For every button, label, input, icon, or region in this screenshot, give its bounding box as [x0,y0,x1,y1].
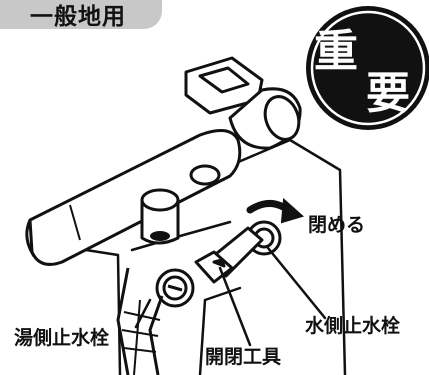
wall-panel-bottom [84,248,122,375]
supply-hose [116,267,164,375]
category-tag-label: 一般地用 [30,4,126,30]
label-hot-valve: 湯側止水栓 [14,327,110,349]
leader-tool [218,266,252,347]
label-cold-valve: 水側止水栓 [305,315,401,337]
hot-valve [155,268,195,308]
label-tool: 開閉工具 [205,346,282,368]
label-close: 閉める [308,214,366,236]
badge-char-1: 重 [314,26,358,77]
close-rotation-arrow [246,197,305,224]
leader-hot [134,298,152,329]
important-badge [306,6,429,130]
diverter-knob [140,198,180,245]
faucet-spout [184,56,302,150]
badge-char-2: 要 [366,68,410,119]
category-tag: 一般地用 [0,0,162,30]
opening-tool [194,226,264,284]
indicator-knob [189,164,221,186]
faucet-body [25,129,242,266]
leader-cold [266,246,327,320]
